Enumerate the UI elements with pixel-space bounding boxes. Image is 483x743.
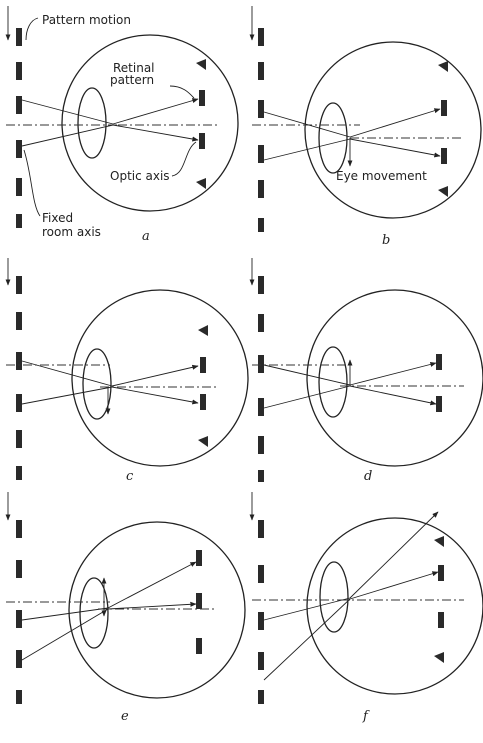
- ray: [263, 111, 351, 138]
- external-pattern: [16, 520, 22, 704]
- lens: [79, 577, 109, 649]
- panel-letter: a: [142, 229, 150, 244]
- lens: [82, 348, 112, 420]
- ray: [21, 99, 114, 125]
- ray: [21, 360, 113, 387]
- retinal-pattern: [438, 61, 448, 197]
- ray-arrow: [349, 108, 441, 138]
- retinal-pattern: [198, 325, 208, 447]
- ray-arrow: [349, 385, 437, 406]
- ray: [21, 124, 114, 147]
- label-retinal-line1: Retinal: [113, 61, 155, 75]
- ray-arrow: [349, 138, 441, 158]
- panel-letter: f: [362, 709, 370, 724]
- panel-d: d: [249, 258, 483, 484]
- optic-axis-leader: [171, 141, 197, 177]
- ray-arrow: [112, 124, 199, 142]
- ray: [263, 138, 351, 161]
- ray: [21, 386, 113, 405]
- label-optic-axis: Optic axis: [110, 169, 170, 183]
- external-pattern: [258, 28, 264, 232]
- ray-arrow: [107, 601, 197, 610]
- panel-a: Pattern motion Retinal pattern Optic axi…: [5, 6, 239, 244]
- ray-arrow: [112, 98, 199, 125]
- external-pattern: [16, 28, 22, 228]
- external-pattern: [258, 276, 264, 482]
- retinal-pattern: [196, 550, 202, 654]
- ray: [263, 385, 351, 409]
- label-eye-movement: Eye movement: [336, 169, 427, 183]
- retinal-pattern: [196, 59, 206, 189]
- ray-arrow: [107, 561, 197, 609]
- ray-arrow: [111, 364, 199, 387]
- ray-arrow: [349, 571, 439, 600]
- label-fixed-line1: Fixed: [42, 211, 73, 225]
- lens: [77, 87, 107, 159]
- panel-letter: b: [382, 233, 390, 248]
- retinal-pattern: [436, 354, 442, 412]
- retinal-pattern-leader: [169, 85, 195, 99]
- panel-f: f: [249, 492, 483, 724]
- ray-arrow: [111, 386, 199, 405]
- lens: [319, 561, 349, 633]
- panel-e: e: [5, 492, 246, 724]
- external-pattern: [258, 520, 264, 704]
- ray: [21, 608, 109, 661]
- eyeball: [306, 289, 483, 467]
- lens: [318, 346, 348, 418]
- external-pattern: [16, 276, 22, 480]
- panel-letter: e: [121, 709, 129, 724]
- panel-b: Eye movement b: [249, 6, 482, 248]
- eyeball: [71, 289, 249, 467]
- label-fixed-line2: room axis: [42, 225, 101, 239]
- eyeball: [304, 41, 482, 219]
- pattern-motion-leader: [25, 17, 39, 41]
- panel-c: c: [5, 258, 249, 484]
- ray: [263, 598, 351, 681]
- eyeball: [68, 521, 246, 699]
- panel-letter: d: [364, 469, 372, 484]
- eyeball: [61, 34, 239, 212]
- ray-arrow: [349, 361, 437, 386]
- label-retinal-line2: pattern: [110, 73, 154, 87]
- panel-letter: c: [126, 469, 134, 484]
- lens: [318, 102, 348, 174]
- ray: [263, 364, 351, 386]
- eyeball: [306, 517, 483, 695]
- label-pattern-motion: Pattern motion: [42, 13, 131, 27]
- ray: [263, 597, 351, 621]
- ray-arrow: [349, 511, 439, 599]
- retinal-pattern: [434, 536, 444, 663]
- fixed-room-axis-leader: [23, 149, 41, 217]
- ray: [21, 607, 109, 621]
